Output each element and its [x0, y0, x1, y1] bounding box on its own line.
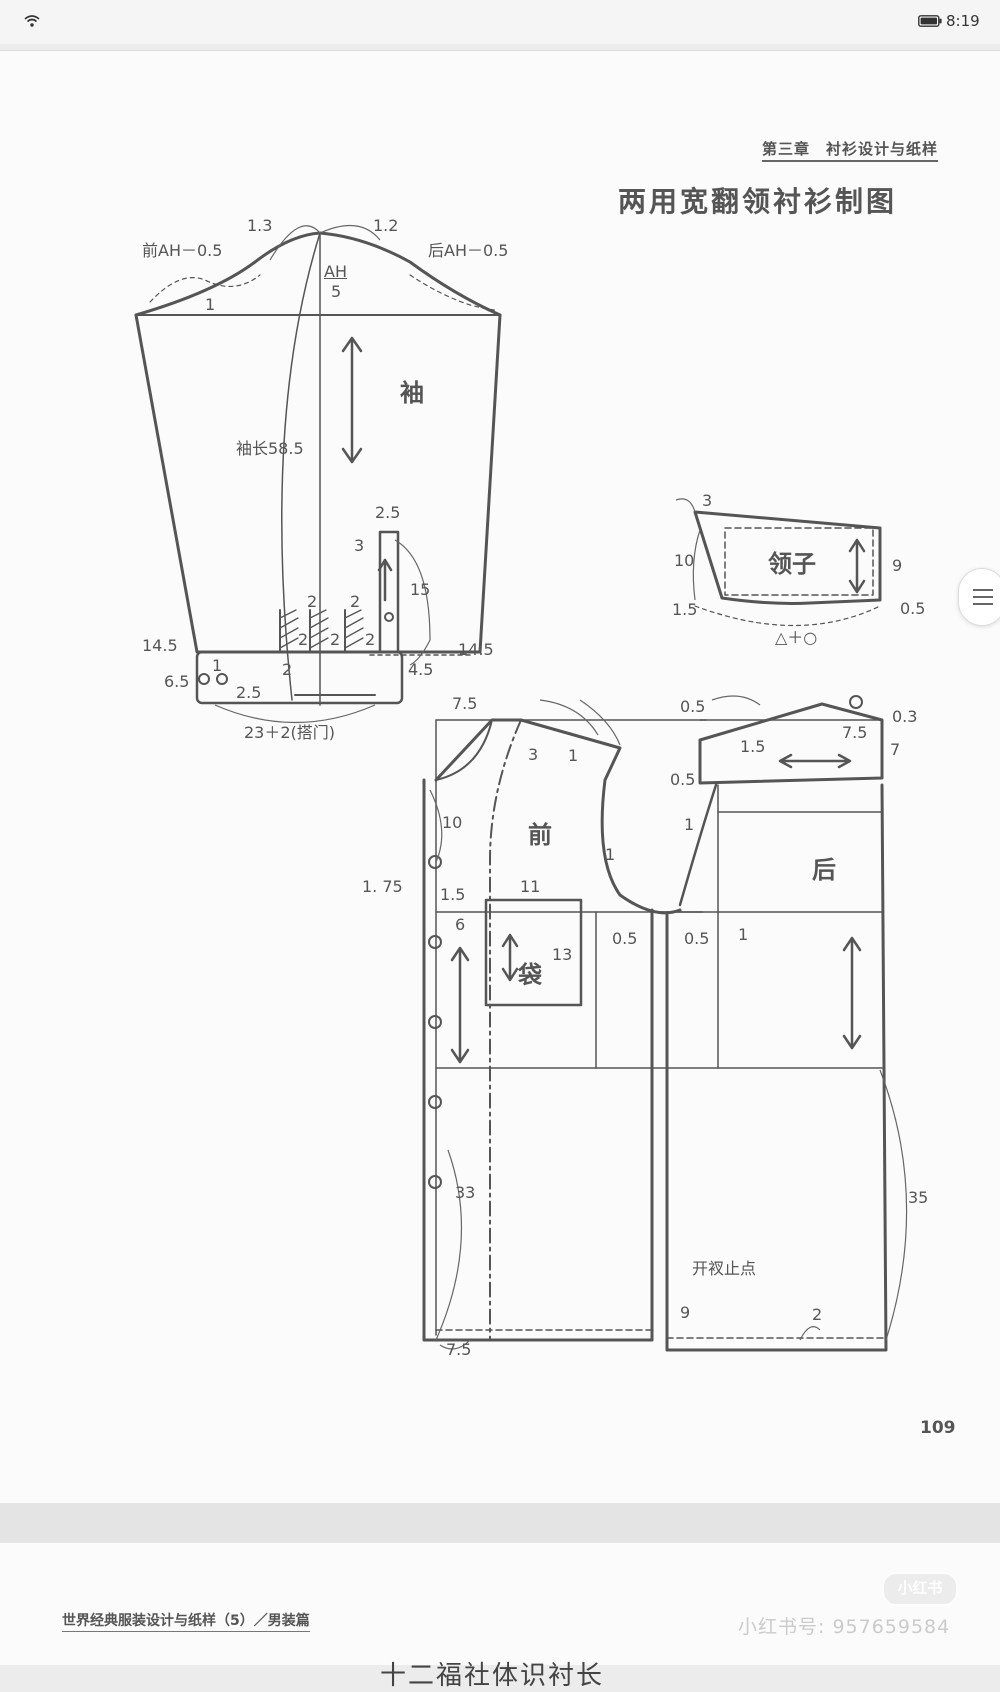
front-shoulder-one-label: 1: [568, 746, 579, 765]
button-marks: [198, 612, 863, 1189]
pleat-label: 2: [350, 592, 361, 611]
placket-three-label: 3: [354, 536, 365, 555]
pocket-width-label: 11: [520, 877, 541, 896]
cut-off-text: 十二福社体识衬长: [380, 1661, 605, 1691]
front-side-zero-five-label: 0.5: [612, 929, 638, 948]
status-bar: 8:19: [0, 0, 1000, 44]
page-number: 109: [920, 1418, 956, 1438]
sleeve-side-left-label: 14.5: [142, 636, 178, 655]
watermark-logo: 小红书: [882, 1572, 958, 1606]
collar-label: 领子: [768, 550, 816, 578]
sleeve-cap-front-label: 1.3: [247, 216, 273, 235]
back-body-piece: [651, 702, 888, 1352]
placket-width-label: 2.5: [375, 503, 401, 522]
front-neck-width-label: 7.5: [452, 694, 478, 713]
collar-one-five-label: 1.5: [672, 600, 698, 619]
pleat-label: 2: [307, 592, 318, 611]
cuff-six-five-label: 6.5: [164, 672, 190, 691]
front-length-label: 33: [455, 1183, 476, 1202]
page-gap: [0, 1503, 1000, 1543]
front-placket-label: 1. 75: [362, 877, 403, 896]
chapter-header: 第三章 衬衫设计与纸样: [762, 138, 939, 162]
back-length-label: 35: [908, 1188, 929, 1207]
page-title: 两用宽翻领衬衫制图: [618, 185, 898, 218]
pleat-label: 2: [365, 630, 376, 649]
back-side-one-label: 1: [738, 925, 749, 944]
sleeve-ah-numerator: AH: [324, 262, 347, 281]
front-label: 前: [528, 821, 552, 849]
pleat-hatches: [279, 609, 364, 649]
collar-formula-label: △＋○: [775, 628, 818, 647]
vent-nine-label: 9: [680, 1303, 691, 1322]
back-yoke-seven-label: 7: [890, 740, 901, 759]
side-menu-button[interactable]: [958, 568, 1000, 626]
sleeve-front-ah-label: 前AH－0.5: [142, 241, 223, 260]
pleat-label: 2: [330, 630, 341, 649]
back-armhole-one-label: 1: [684, 815, 695, 834]
dimension-arcs: [214, 224, 908, 1350]
cuff-width-label: 23＋2(搭门): [244, 723, 336, 742]
battery-icon: [918, 15, 942, 27]
sleeve-cap-guides: [149, 274, 496, 311]
collar-three-label: 3: [702, 491, 713, 510]
back-label: 后: [812, 856, 836, 884]
collar-zero-five-label: 0.5: [900, 599, 926, 618]
back-side-zero-five-label: 0.5: [684, 929, 710, 948]
sleeve-cap-back-label: 1.2: [373, 216, 399, 235]
back-zero-five-label: 0.5: [680, 697, 706, 716]
collar-ten-label: 10: [674, 551, 695, 570]
back-zero-three-label: 0.3: [892, 707, 918, 726]
front-three-label: 3: [528, 745, 539, 764]
cuff-four-five-label: 4.5: [408, 660, 434, 679]
back-hem-two-label: 2: [812, 1305, 823, 1324]
front-body-piece: [422, 718, 707, 1342]
wifi-icon: [24, 15, 40, 27]
front-hem-label: 7.5: [446, 1340, 472, 1359]
status-time: 8:19: [946, 12, 980, 30]
sleeve-cap-one-label: 1: [205, 295, 216, 314]
grain-arrows: [341, 336, 866, 1064]
front-neck-depth-label: 10: [442, 813, 463, 832]
sleeve-back-ah-label: 后AH－0.5: [428, 241, 509, 260]
vent-stop-label: 开衩止点: [692, 1259, 757, 1278]
book-footer: 世界经典服装设计与纸样（5）／男装篇: [62, 1610, 310, 1632]
sleeve-ah-denominator: 5: [331, 282, 342, 301]
sleeve-length-label: 袖长58.5: [236, 439, 304, 458]
cuff-two-five-label: 2.5: [236, 683, 262, 702]
pleat-label: 2: [282, 660, 293, 679]
back-yoke-zero-five-label: 0.5: [670, 770, 696, 789]
sleeve-label: 袖: [400, 379, 424, 407]
next-book-page: [0, 1543, 1000, 1665]
pocket-label: 袋: [518, 961, 542, 989]
front-armhole-one-label: 1: [605, 845, 616, 864]
watermark-id: 小红书号: 957659584: [738, 1616, 951, 1638]
cuff-one-label: 1: [212, 656, 223, 675]
pocket-six-label: 6: [455, 915, 466, 934]
placket-fifteen-label: 15: [410, 580, 431, 599]
collar-nine-label: 9: [892, 556, 903, 575]
pocket-offset-label: 1.5: [440, 885, 466, 904]
back-yoke-seven-five-label: 7.5: [842, 723, 868, 742]
back-one-five-label: 1.5: [740, 737, 766, 756]
pleat-label: 2: [298, 630, 309, 649]
pocket-depth-label: 13: [552, 945, 573, 964]
menu-icon: [973, 589, 993, 591]
collar-piece: [693, 510, 882, 627]
sleeve-side-right-label: 14.5: [458, 640, 494, 659]
